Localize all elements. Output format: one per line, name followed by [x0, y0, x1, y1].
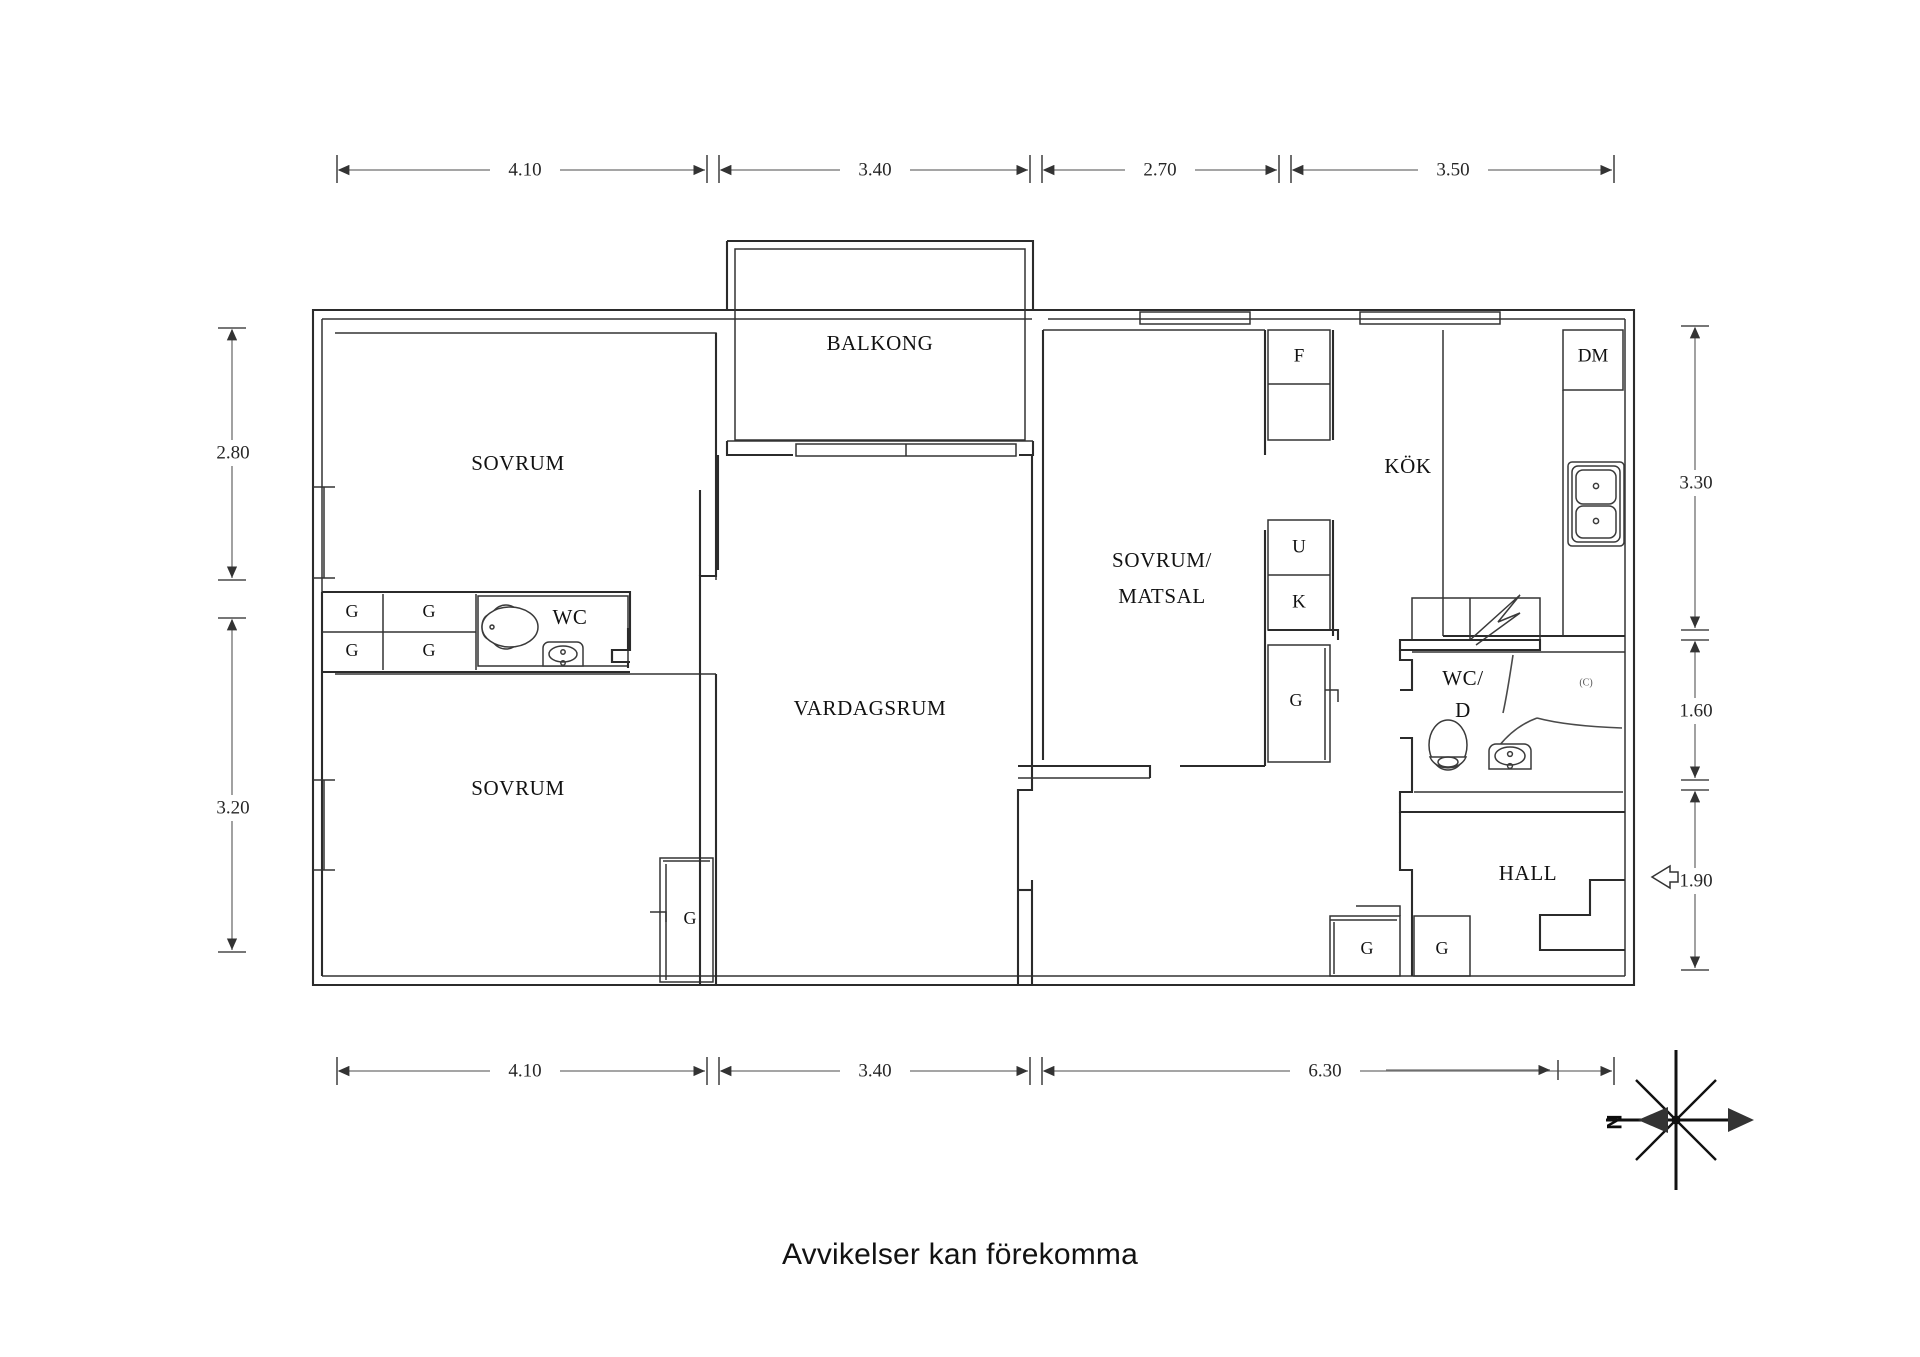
sink-icon-wc-d	[1488, 743, 1532, 770]
closet-label-hall-2: G	[1436, 938, 1449, 958]
dimension-top-0: 4.10	[336, 155, 708, 183]
room-wc-d: WC/ D (C)	[1398, 650, 1625, 814]
closet-label-wc-4: G	[423, 640, 436, 660]
dimension-right-2: 1.90	[1660, 789, 1732, 971]
toilet-icon	[481, 604, 539, 650]
room-label-balkong: BALKONG	[827, 331, 934, 355]
appliance-label-oven: U	[1292, 536, 1306, 557]
dimension-left-0-label: 2.80	[216, 442, 249, 463]
dimension-chain-bottom: 4.10 3.40 6.30	[336, 1057, 1615, 1085]
room-label-sovrum-top-left: SOVRUM	[471, 451, 564, 475]
closet-label-wc-3: G	[346, 640, 359, 660]
sink-icon	[542, 641, 584, 667]
closet-vardagsrum: G	[650, 857, 714, 983]
room-label-sovrum-matsal-1: SOVRUM/	[1112, 548, 1212, 572]
toilet-icon-wc-d	[1428, 719, 1468, 771]
dimension-top-3: 3.50	[1290, 155, 1615, 183]
dimension-top-0-label: 4.10	[508, 159, 541, 180]
dimension-top-1-label: 3.40	[858, 159, 891, 180]
appliance-dishwasher: DM	[1562, 329, 1624, 636]
dimension-left-1-label: 3.20	[216, 797, 249, 818]
door-openings	[698, 490, 1034, 985]
dimension-chain-left: 2.80 3.20	[197, 327, 269, 953]
closet-label-matsal: G	[1290, 690, 1303, 710]
room-label-vardagsrum: VARDAGSRUM	[794, 696, 947, 720]
appliance-label-fridge: F	[1294, 345, 1305, 366]
dimension-left-0: 2.80	[197, 327, 269, 581]
room-sovrum-top-left: SOVRUM	[313, 332, 718, 592]
room-kok: KÖK DM	[1331, 329, 1625, 652]
appliance-label-stove: K	[1292, 591, 1306, 612]
closet-hall-1: G	[1329, 905, 1401, 977]
shower-mark-label: (C)	[1579, 677, 1592, 688]
room-vardagsrum: VARDAGSRUM	[698, 455, 1152, 985]
dimension-top-2-label: 2.70	[1143, 159, 1176, 180]
compass-north-label: N	[1604, 1114, 1627, 1129]
dimension-bottom-2-label: 6.30	[1308, 1060, 1341, 1081]
dimension-right-1-label: 1.60	[1679, 700, 1712, 721]
dimension-right-2-label: 1.90	[1679, 870, 1712, 891]
appliance-label-dishwasher: DM	[1578, 345, 1609, 366]
entrance-arrow-icon	[1650, 864, 1679, 890]
footer-note: Avvikelser kan förekomma	[781, 1238, 1139, 1271]
dimension-chain-right: 3.30 1.60 1.90	[1650, 325, 1732, 971]
appliance-oven-stove: U K	[1267, 519, 1340, 640]
room-label-kok: KÖK	[1384, 454, 1431, 478]
dimension-top-2: 2.70	[1041, 155, 1280, 183]
room-label-wc: WC	[552, 605, 587, 629]
room-balkong: BALKONG	[725, 239, 1035, 457]
dimension-bottom-1-label: 3.40	[858, 1060, 891, 1081]
compass-rose: N	[1386, 1050, 1754, 1190]
dimension-right-1: 1.60	[1660, 639, 1732, 781]
dimension-right-0: 3.30	[1660, 325, 1732, 631]
dimension-top-1: 3.40	[718, 155, 1031, 183]
closet-label-hall-1: G	[1361, 938, 1374, 958]
room-sovrum-bottom-left: SOVRUM G	[313, 672, 718, 985]
closet-label-vardagsrum: G	[684, 908, 697, 928]
dimension-bottom-1: 3.40	[718, 1057, 1031, 1085]
dimension-bottom-2: 6.30	[1041, 1057, 1615, 1085]
stove-hob-icon	[1398, 594, 1542, 652]
dimension-left-1: 3.20	[197, 617, 269, 953]
room-label-sovrum-bottom-left: SOVRUM	[471, 776, 564, 800]
closet-matsal: G	[1267, 644, 1339, 763]
dimension-bottom-0: 4.10	[336, 1057, 708, 1085]
closet-label-wc-1: G	[346, 601, 359, 621]
room-sovrum-matsal: SOVRUM/ MATSAL F U K G	[1041, 311, 1501, 768]
closet-hall-2: G	[1413, 915, 1471, 977]
dimension-top-3-label: 3.50	[1436, 159, 1469, 180]
room-wc: WC G G G G	[320, 590, 632, 674]
room-label-wc-d-2: D	[1455, 698, 1471, 722]
room-label-sovrum-matsal-2: MATSAL	[1118, 584, 1206, 608]
kitchen-sink-icon	[1567, 461, 1625, 547]
room-hall: HALL G G	[1329, 812, 1625, 977]
dimension-bottom-0-label: 4.10	[508, 1060, 541, 1081]
room-label-hall: HALL	[1499, 861, 1557, 885]
appliance-fridge: F	[1267, 329, 1331, 441]
dimension-right-0-label: 3.30	[1679, 472, 1712, 493]
room-label-wc-d-1: WC/	[1442, 666, 1483, 690]
closet-label-wc-2: G	[423, 601, 436, 621]
dimension-chain-top: 4.10 3.40 2.70	[336, 155, 1615, 183]
shower-curve-icon	[1498, 654, 1623, 747]
